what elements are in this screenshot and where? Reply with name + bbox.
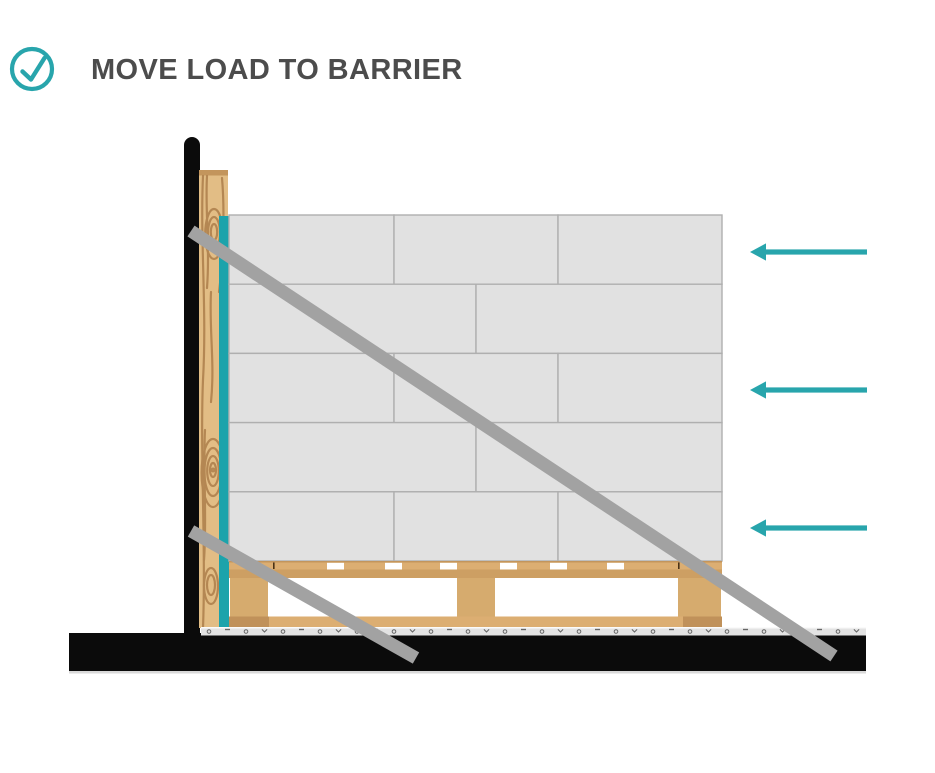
deck-board-gap: [607, 562, 624, 570]
securing-strap: [187, 225, 838, 662]
track-dash-mark: [299, 628, 304, 631]
block-load: [228, 214, 723, 562]
arrow-head: [750, 519, 766, 537]
pallet-bottom-board-right-end: [683, 616, 722, 627]
concrete-block: [228, 352, 395, 424]
deck-nail-tick: [678, 562, 680, 569]
deck-board-gap: [550, 562, 567, 570]
track-chevron-mark: [261, 629, 268, 633]
barrier-post: [184, 137, 200, 645]
track-base: [201, 627, 866, 636]
arrow-shaft: [765, 387, 867, 393]
pallet-deck-gaps: [327, 562, 624, 570]
arrow-left-icon: [750, 519, 867, 537]
pallet-foot-block: [678, 578, 721, 617]
track-circle-mark: [761, 629, 767, 634]
track-circle-mark: [650, 629, 656, 634]
track-circle-mark: [206, 629, 212, 634]
track-circle-mark: [465, 629, 471, 634]
check-circle-icon: [9, 46, 55, 92]
pallet-feet: [230, 578, 721, 617]
track-circle-mark: [576, 629, 582, 634]
track-dash-mark: [595, 628, 600, 631]
floor-slab: [69, 633, 866, 671]
track-dash-mark: [225, 628, 230, 631]
pallet-deck-ticks: [273, 562, 680, 569]
track-dash-mark: [817, 628, 822, 631]
track-circle-mark: [835, 629, 841, 634]
concrete-block: [393, 214, 559, 285]
concrete-block: [228, 421, 477, 493]
track-circle-mark: [280, 629, 286, 634]
concrete-block: [557, 352, 723, 424]
track-circle-mark: [724, 629, 730, 634]
track-dash-mark: [521, 628, 526, 631]
track-circle-mark: [687, 629, 693, 634]
track-chevron-mark: [853, 629, 860, 633]
concrete-block: [393, 491, 559, 562]
arrow-left-icon: [750, 381, 867, 399]
pallet-bottom-board: [229, 616, 722, 627]
deck-board-gap: [327, 562, 344, 570]
page-title: MOVE LOAD TO BARRIER: [91, 54, 463, 86]
track-chevron-mark: [631, 629, 638, 633]
track-circle-mark: [391, 629, 397, 634]
concrete-block: [475, 421, 723, 493]
concrete-block: [228, 491, 395, 562]
pallet-foot-block: [457, 578, 495, 617]
teal-dunnage-strip: [219, 216, 229, 631]
pallet-deck-edge: [229, 561, 722, 563]
pallet-foot-block: [230, 578, 268, 617]
track-dash-mark: [447, 628, 452, 631]
check-mark: [20, 55, 47, 82]
track-chevron-mark: [409, 629, 416, 633]
arrow-head: [750, 243, 766, 261]
pallet: [229, 561, 722, 627]
track-chevron-mark: [557, 629, 564, 633]
header: MOVE LOAD TO BARRIER: [0, 0, 935, 110]
deck-board-gap: [500, 562, 517, 570]
track-dash-mark: [743, 628, 748, 631]
deck-board-gap: [385, 562, 402, 570]
arrow-head: [750, 381, 766, 399]
track-circle-mark: [428, 629, 434, 634]
track-strip: [201, 627, 866, 636]
track-circle-mark: [539, 629, 545, 634]
track-circle-mark: [243, 629, 249, 634]
track-circle-mark: [613, 629, 619, 634]
pallet-bottom-board-left-end: [229, 616, 269, 627]
concrete-block: [475, 283, 723, 355]
arrow-left-icon: [750, 243, 867, 261]
track-dash-mark: [669, 628, 674, 631]
securing-strap: [187, 525, 420, 664]
push-direction-arrows: [750, 243, 867, 537]
pallet-top-deck: [229, 561, 722, 570]
arrow-shaft: [765, 249, 867, 255]
floor-bottom-edge: [69, 671, 866, 674]
wood-plank-top-edge: [199, 170, 228, 176]
track-circle-mark: [502, 629, 508, 634]
track-chevron-mark: [705, 629, 712, 633]
track-chevron-mark: [335, 629, 342, 633]
track-chevron-mark: [483, 629, 490, 633]
deck-nail-tick: [273, 562, 275, 569]
securing-straps: [187, 225, 838, 664]
arrow-shaft: [765, 525, 867, 531]
deck-board-gap: [440, 562, 457, 570]
floor: [69, 633, 866, 674]
track-circle-mark: [317, 629, 323, 634]
track-highlight: [201, 627, 866, 629]
pallet-stringer-board: [229, 569, 722, 578]
concrete-block: [557, 214, 723, 285]
check-circle-outline: [9, 46, 55, 92]
